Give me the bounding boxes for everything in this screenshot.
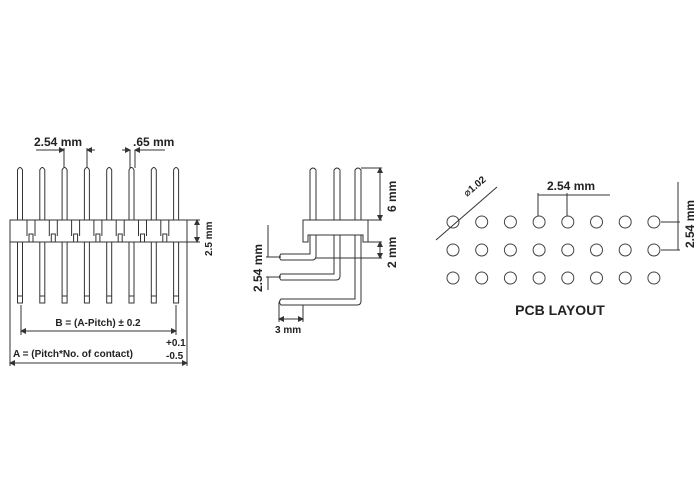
pcb-hole [446,215,460,229]
pcb-hole [618,215,632,229]
header-body [9,219,188,243]
pcb-hole [647,243,661,257]
a-tolerance-minus: -0.5 [166,351,184,362]
pcb-hole [475,215,489,229]
pcb-hole [532,271,546,285]
body-notch [140,233,145,242]
a-tolerance-plus: +0.1 [166,338,186,349]
pcb-layout-view: ⌀1.02 2.54 mm 2.54 mm PCB LAYOUT [435,174,697,318]
offset-label: 2 mm [385,237,399,268]
pcb-hole [618,271,632,285]
pcb-hole [475,243,489,257]
pcb-hole [503,215,517,229]
body-notch [73,233,79,242]
body-notch [162,233,168,242]
row-pitch-label: 2.54 mm [251,244,265,292]
tail-label: 3 mm [275,325,301,336]
straight-header-view: 2.54 mm .65 mm 2.5 mm B = (A-Pitch) ± 0.… [9,135,215,366]
vertical-pitch-label: 2.54 mm [683,200,697,248]
body-notch [95,233,101,242]
pcb-hole [532,243,546,257]
pcb-hole [446,243,460,257]
body-notch [50,233,56,242]
pcb-hole [475,271,489,285]
pitch-label: 2.54 mm [34,135,82,149]
horizontal-pitch-label: 2.54 mm [547,179,595,193]
right-angle-body [302,219,369,243]
pcb-hole [503,243,517,257]
pcb-hole [618,243,632,257]
right-angle-header-view: 6 mm 2 mm 2.54 mm 3 mm [251,167,399,336]
top-length-label: 6 mm [385,181,399,212]
body-notch [28,233,34,242]
pcb-hole [647,215,661,229]
body-notch [117,233,123,242]
pcb-hole [503,271,517,285]
pcb-hole [446,271,460,285]
pcb-hole [561,243,575,257]
pcb-hole [647,271,661,285]
pcb-layout-title: PCB LAYOUT [515,302,605,318]
body-height-label: 2.5 mm [204,221,215,256]
pin-width-label: .65 mm [133,135,174,149]
pcb-hole [590,243,603,257]
body-notches [26,220,170,242]
a-formula: A = (Pitch*No. of contact) [13,349,133,360]
hole-diameter-label: ⌀1.02 [462,174,489,199]
pcb-hole [590,215,603,229]
pcb-hole [561,271,575,285]
pcb-hole [590,271,603,285]
pcb-holes [446,215,661,285]
pcb-hole [561,215,575,229]
b-formula: B = (A-Pitch) ± 0.2 [55,318,141,329]
pcb-hole [532,215,546,229]
